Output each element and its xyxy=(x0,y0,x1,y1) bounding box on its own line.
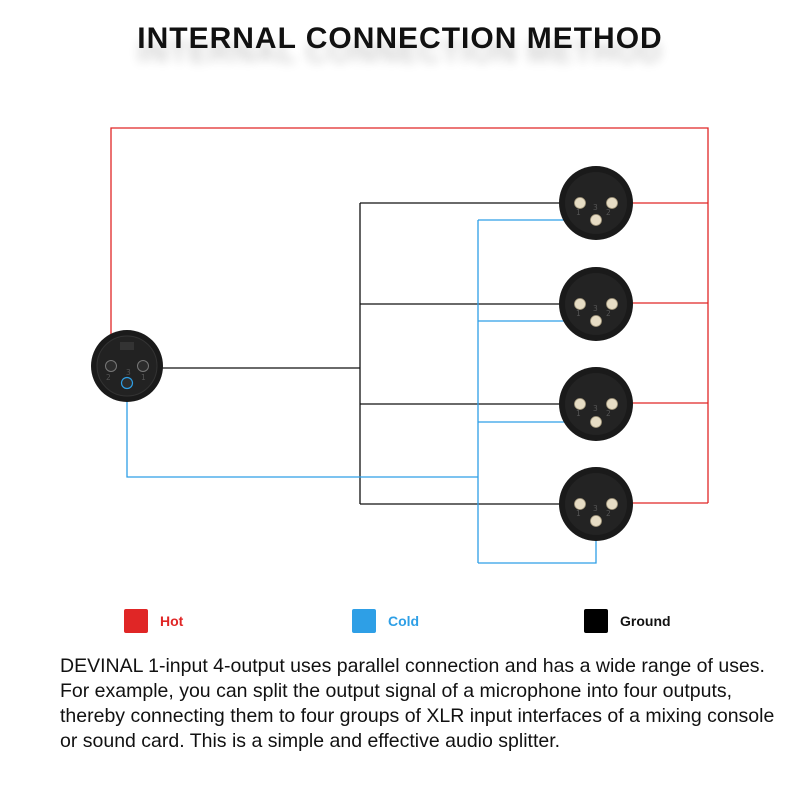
ground-wires xyxy=(152,202,574,505)
output-xlr-connector-1: 1 3 2 xyxy=(559,166,633,240)
input-pin-3 xyxy=(120,376,134,390)
hot-wire-main xyxy=(110,127,709,503)
description-text: DEVINAL 1-input 4-output uses parallel c… xyxy=(60,655,775,752)
legend-ground-label: Ground xyxy=(620,613,671,629)
legend-cold: Cold xyxy=(352,608,419,634)
output-2-pin-3 xyxy=(590,315,602,327)
output-2-pin-label-3: 3 xyxy=(593,304,598,313)
output-4-pin-label-1: 1 xyxy=(576,509,581,518)
output-2-pin-2 xyxy=(606,298,618,310)
output-4-pin-label-3: 3 xyxy=(593,504,598,513)
legend-hot-swatch xyxy=(124,609,148,633)
input-pin-1 xyxy=(137,360,149,372)
output-4-pin-2 xyxy=(606,498,618,510)
output-xlr-connector-2: 1 3 2 xyxy=(559,267,633,341)
output-3-pin-1 xyxy=(574,398,586,410)
legend-ground: Ground xyxy=(584,608,671,634)
input-pin-2 xyxy=(105,360,117,372)
output-4-pin-label-2: 2 xyxy=(606,509,611,518)
output-3-pin-label-3: 3 xyxy=(593,404,598,413)
output-1-pin-label-1: 1 xyxy=(576,208,581,217)
output-4-pin-1 xyxy=(574,498,586,510)
cold-wire-input xyxy=(126,385,478,478)
output-3-pin-label-1: 1 xyxy=(576,409,581,418)
output-1-pin-label-2: 2 xyxy=(606,208,611,217)
output-2-pin-1 xyxy=(574,298,586,310)
legend-ground-swatch xyxy=(584,609,608,633)
input-pin-label-1: 1 xyxy=(141,373,146,382)
legend-cold-swatch xyxy=(352,609,376,633)
output-xlr-connector-3: 1 3 2 xyxy=(559,367,633,441)
legend-cold-label: Cold xyxy=(388,613,420,629)
output-1-pin-1 xyxy=(574,197,586,209)
output-2-pin-label-1: 1 xyxy=(576,309,581,318)
output-3-pin-3 xyxy=(590,416,602,428)
output-3-pin-label-2: 2 xyxy=(606,409,611,418)
output-3-pin-2 xyxy=(606,398,618,410)
output-1-pin-3 xyxy=(590,214,602,226)
output-2-pin-label-2: 2 xyxy=(606,309,611,318)
legend-hot-label: Hot xyxy=(160,613,184,629)
output-1-pin-label-3: 3 xyxy=(593,203,598,212)
output-xlr-connector-4: 1 3 2 xyxy=(559,467,633,541)
output-1-pin-2 xyxy=(606,197,618,209)
legend-hot: Hot xyxy=(124,608,183,634)
input-pin-label-3: 3 xyxy=(126,368,131,377)
diagram-title: INTERNAL CONNECTION METHOD xyxy=(137,22,663,55)
output-4-pin-3 xyxy=(590,515,602,527)
input-pin-label-2: 2 xyxy=(106,373,111,382)
input-xlr-connector: 2 1 3 xyxy=(91,330,163,402)
cold-wires xyxy=(126,219,597,564)
